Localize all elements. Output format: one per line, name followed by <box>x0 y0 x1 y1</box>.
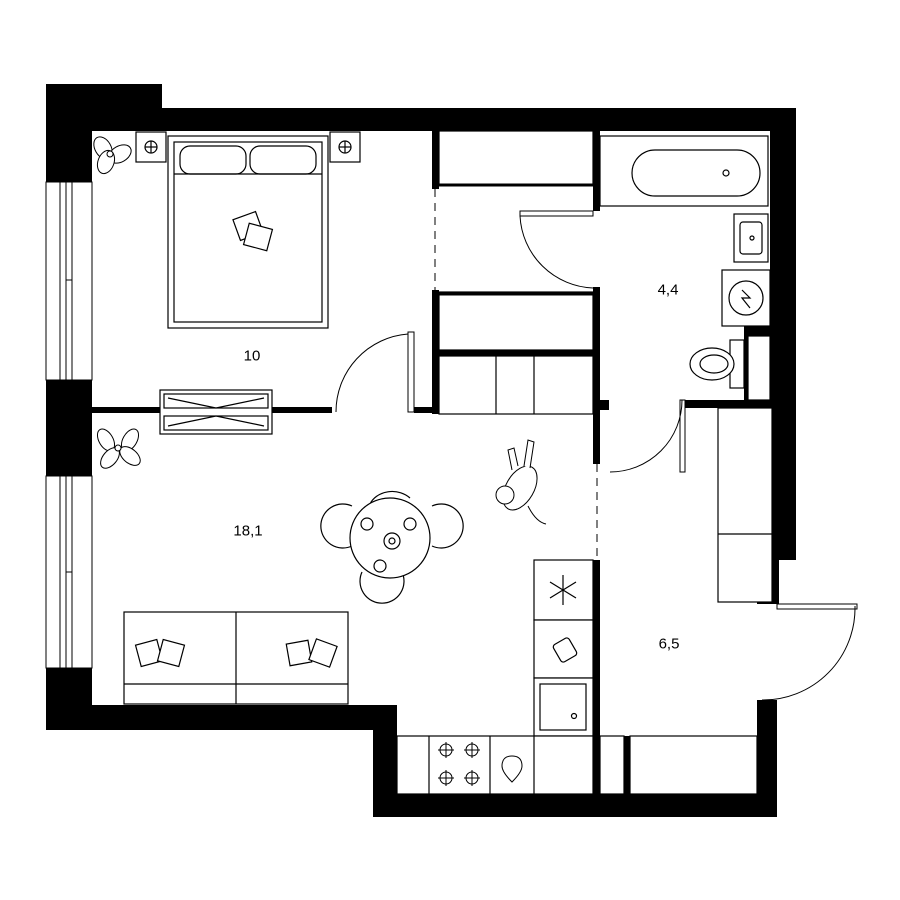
room-area-bedroom: 10 <box>243 347 261 365</box>
open-passages <box>434 189 598 560</box>
nightstand-left <box>135 131 167 163</box>
window-bedroom <box>45 181 93 381</box>
room-area-living-kitchen: 18,1 <box>233 522 263 540</box>
sofa <box>123 611 349 705</box>
wardrobe-lower <box>438 355 594 415</box>
wardrobe-upper <box>438 130 594 187</box>
plant-icon <box>93 136 132 175</box>
stove-icon <box>438 742 480 786</box>
bathroom-shaft <box>747 335 771 401</box>
room-area-bathroom: 4,4 <box>657 281 679 299</box>
bed-pillows-icon <box>232 210 274 252</box>
plant-icon <box>96 428 141 469</box>
kitchen-sink <box>533 677 594 737</box>
microwave <box>533 619 594 679</box>
double-bed <box>167 135 329 329</box>
washing-machine <box>721 269 771 327</box>
shoe-cabinet <box>629 735 758 795</box>
wardrobe-middle <box>438 291 594 351</box>
countertop <box>396 735 594 795</box>
window-living <box>45 475 93 669</box>
dining-table <box>320 490 464 604</box>
washbasin <box>733 213 769 263</box>
hallway-closet <box>717 407 773 603</box>
doors <box>335 210 858 701</box>
bathtub <box>599 135 769 207</box>
outer-walls <box>46 84 796 817</box>
tv-stand <box>159 389 273 435</box>
room-area-hallway: 6,5 <box>658 635 680 653</box>
toilet <box>689 339 745 389</box>
cushion-icon <box>134 638 338 668</box>
hood-icon <box>501 755 523 783</box>
cat-icon <box>495 439 547 525</box>
fridge <box>533 559 594 621</box>
nightstand-right <box>329 131 361 163</box>
